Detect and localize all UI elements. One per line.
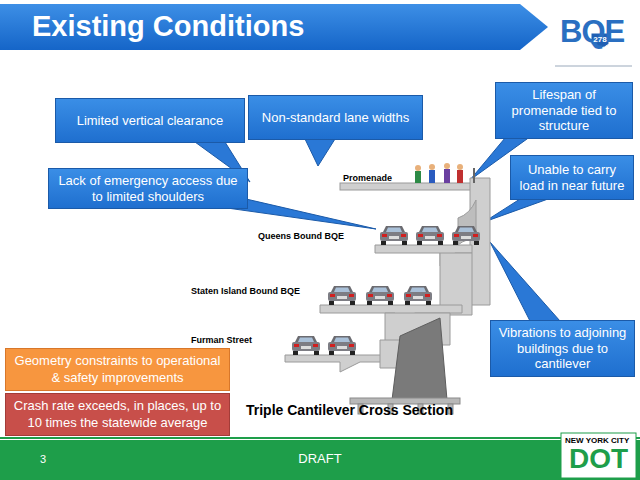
- section-caption: Triple Cantilever Cross Section: [246, 402, 453, 418]
- callout-text: Lifespan of promenade tied to structure: [502, 87, 626, 134]
- logo-text: BQE: [560, 14, 624, 50]
- callout-box: Lack of emergency access due to limited …: [48, 168, 248, 209]
- deck-label: Furman Street: [191, 335, 252, 345]
- page-number: 3: [40, 453, 46, 465]
- route-number: 278: [590, 35, 610, 44]
- dot-logo-box: [561, 433, 636, 478]
- callout-box: Unable to carry load in near future: [510, 155, 634, 200]
- callout-text: Limited vertical clearance: [77, 113, 224, 129]
- callout-text: Lack of emergency access due to limited …: [55, 173, 241, 204]
- constraint-box: Geometry constraints to operational & sa…: [5, 348, 230, 391]
- callout-text: Unable to carry load in near future: [517, 162, 627, 193]
- deck-label: Promenade: [343, 173, 392, 183]
- callout-box: Non-standard lane widths: [248, 95, 423, 140]
- callout-box: Limited vertical clearance: [55, 98, 245, 143]
- callout-box: Vibrations to adjoining buildings due to…: [490, 320, 635, 377]
- callout-text: Non-standard lane widths: [262, 110, 409, 126]
- callout-text: Vibrations to adjoining buildings due to…: [497, 325, 628, 372]
- callout-text: Crash rate exceeds, in places, up to 10 …: [12, 398, 223, 431]
- triple-cantilever: [285, 178, 490, 372]
- crash-box: Crash rate exceeds, in places, up to 10 …: [5, 393, 230, 436]
- callout-text: Geometry constraints to operational & sa…: [12, 353, 223, 386]
- slide-title: Existing Conditions: [32, 10, 304, 43]
- logo-text: DOT: [565, 444, 632, 475]
- pier-column: [392, 318, 447, 400]
- draft-mark: DRAFT: [0, 451, 640, 466]
- callout-box: Lifespan of promenade tied to structure: [495, 82, 633, 139]
- cars: [292, 226, 480, 355]
- promenade-people: [415, 163, 474, 183]
- deck-label: Staten Island Bound BQE: [191, 286, 300, 296]
- title-banner: [0, 4, 548, 50]
- footer-bar: [0, 440, 640, 480]
- deck-label: Queens Bound BQE: [258, 231, 344, 241]
